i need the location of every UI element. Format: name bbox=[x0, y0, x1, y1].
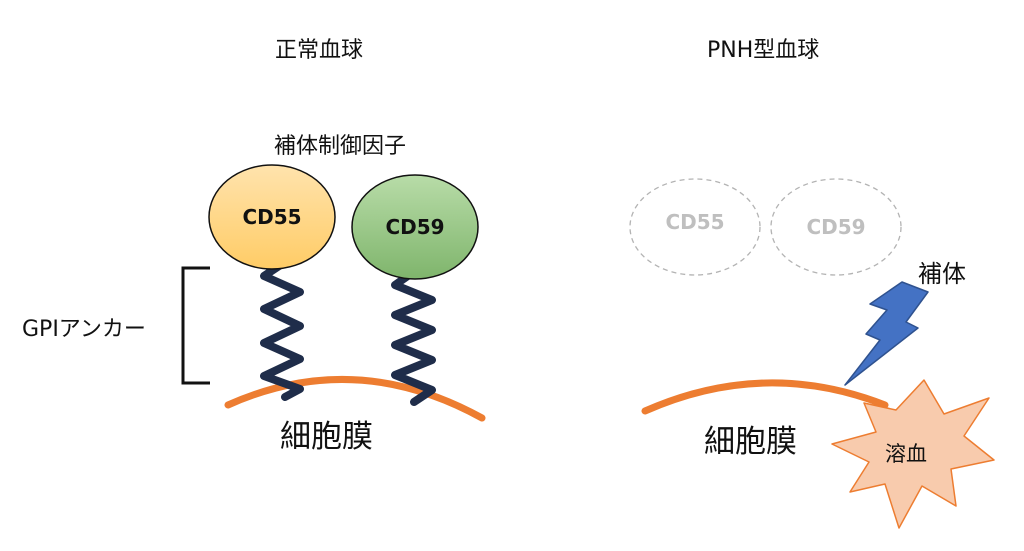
gpi-anchor-coil-cd55 bbox=[260, 258, 304, 401]
cd55-protein bbox=[208, 164, 336, 270]
gpi-anchor-coil-cd59 bbox=[391, 269, 436, 406]
cd59-missing-outline bbox=[770, 178, 902, 276]
cd55-label: CD55 bbox=[242, 205, 301, 229]
cell-membrane-label-normal: 細胞膜 bbox=[280, 419, 373, 455]
hemolysis-burst-icon bbox=[831, 379, 995, 529]
hemolysis-label: 溶血 bbox=[885, 442, 927, 466]
cd59-missing-label: CD59 bbox=[806, 215, 865, 239]
cell-membrane-pnh bbox=[641, 379, 889, 415]
normal-cell-title: 正常血球 bbox=[275, 38, 364, 63]
cell-membrane-label-pnh: 細胞膜 bbox=[704, 424, 797, 460]
cd59-protein bbox=[351, 174, 479, 280]
complement-lightning-icon bbox=[844, 281, 929, 386]
cell-membrane-normal bbox=[224, 375, 486, 422]
gpi-anchor-label: GPIアンカー bbox=[22, 317, 146, 342]
cd55-missing-outline bbox=[629, 178, 761, 276]
cd55-missing-label: CD55 bbox=[665, 210, 724, 234]
complement-regulator-label: 補体制御因子 bbox=[274, 134, 407, 159]
complement-label: 補体 bbox=[918, 260, 966, 288]
pnh-cell-title: PNH型血球 bbox=[707, 38, 820, 63]
gpi-anchor-bracket bbox=[181, 266, 210, 385]
cd59-label: CD59 bbox=[385, 215, 444, 239]
